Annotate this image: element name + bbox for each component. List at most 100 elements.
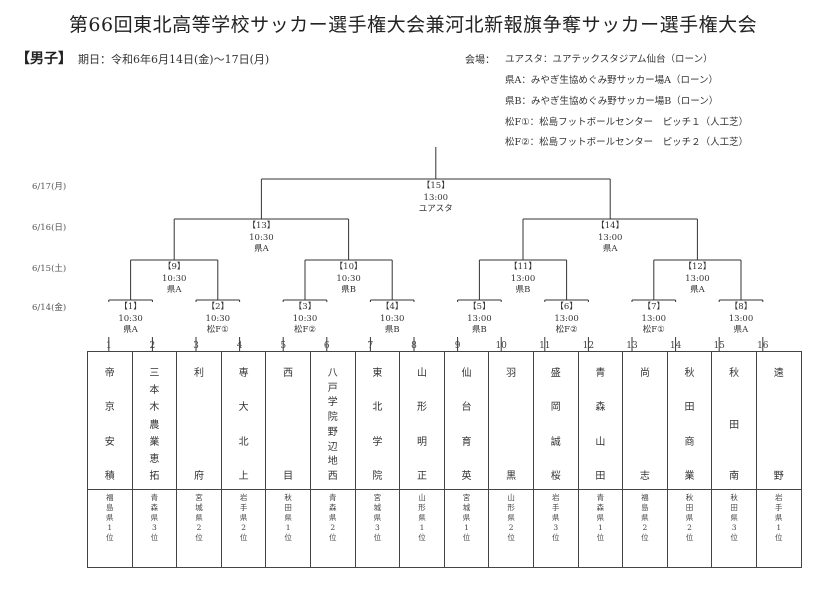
prefecture-char: 手 (239, 503, 248, 512)
prefecture-char: 県 (596, 513, 605, 522)
team-name-cell: 羽黒 (488, 351, 534, 490)
team-name-char: 仙 (461, 368, 472, 379)
prefecture-char: 手 (774, 503, 783, 512)
prefecture-char: 県 (284, 513, 292, 522)
team-name-cell: 専大北上 (220, 351, 267, 490)
team-name-char: 岡 (550, 402, 561, 414)
match-time: 10:30 (336, 273, 361, 284)
team-name-char: 院 (372, 471, 383, 482)
seed-number: 5 (280, 341, 287, 351)
rank-char: 位 (462, 533, 471, 542)
rank-char: 2 (687, 523, 692, 532)
seed-number: 14 (669, 341, 682, 351)
match-time: 10:30 (249, 232, 274, 243)
team-name-char: 恵 (149, 453, 160, 465)
match-time: 13:00 (685, 273, 710, 284)
prefecture-char: 森 (596, 503, 605, 512)
rank-char: 位 (685, 533, 694, 542)
prefecture-char: 青 (329, 493, 337, 502)
prefecture-char: 秋 (730, 493, 738, 502)
seed-number: 10 (495, 341, 507, 351)
team-name-char: 八 (327, 368, 338, 379)
seed-number: 4 (236, 341, 243, 351)
team-name-char: 育 (461, 436, 472, 448)
team-name-char: 学 (327, 397, 338, 409)
rank-char: 1 (419, 523, 425, 532)
team-name-char: 利 (193, 368, 204, 379)
team-name-cell: 八戸学院野辺地西 (309, 351, 356, 490)
rank-char: 1 (597, 523, 603, 532)
match-venue: 県A (254, 244, 269, 254)
rank-char: 2 (642, 523, 648, 532)
team-name-char: 三 (149, 368, 160, 379)
team-name-char: 山 (595, 436, 606, 448)
venue-line: 松F①：松島フットボールセンター ピッチ１（人工芝） (505, 117, 749, 128)
prefecture-char: 県 (239, 513, 248, 522)
match-no: 【2】 (206, 302, 229, 312)
prefecture-char: 県 (774, 513, 783, 522)
team-name-char: 農 (149, 419, 160, 431)
team-name-char: 学 (372, 436, 383, 448)
team-name-char: 青 (595, 368, 606, 379)
rank-char: 位 (373, 533, 382, 542)
team-name-char: 地 (327, 456, 338, 468)
match-time: 13:00 (467, 313, 492, 324)
team-name-char: 戸 (327, 382, 338, 394)
rank-char: 位 (284, 533, 292, 542)
team-name-char: 田 (684, 402, 695, 414)
rank-char: 3 (374, 523, 380, 532)
date-label-quarterfinal: 6/15(土) (32, 264, 67, 274)
prefecture-char: 山 (418, 493, 426, 502)
rank-char: 3 (553, 523, 559, 532)
prefecture-char: 宮 (373, 493, 382, 502)
team-name-char: 京 (104, 402, 115, 414)
match-no: 【11】 (509, 262, 537, 272)
team-name-char: 尚 (639, 368, 650, 379)
seed-number: 3 (193, 341, 199, 351)
team-name-cell: 仙台育英 (443, 351, 490, 490)
rank-char: 1 (285, 523, 291, 532)
prefecture-char: 県 (730, 513, 738, 522)
prefecture-char: 手 (551, 503, 560, 512)
rank-char: 位 (106, 533, 114, 542)
team-name-char: 台 (461, 402, 472, 414)
prefecture-char: 県 (551, 513, 560, 522)
match-venue: 県B (384, 325, 400, 335)
prefecture-char: 県 (150, 513, 159, 522)
team-name-char: 桜 (550, 471, 561, 482)
team-name-cell: 東北学院 (354, 351, 401, 490)
match-no: 【7】 (642, 302, 665, 312)
team-name-cell: 西目 (265, 351, 311, 490)
team-name-char: 業 (149, 436, 160, 448)
prefecture-char: 青 (596, 493, 605, 502)
seed-number: 11 (539, 341, 551, 351)
team-name-char: 秋 (684, 368, 695, 379)
match-no: 【14】 (596, 221, 625, 231)
team-name-cell: 秋田商業 (666, 351, 713, 490)
match-time: 10:30 (205, 313, 231, 324)
match-no: 【3】 (293, 302, 317, 312)
team-name-char: 田 (595, 471, 606, 482)
team-name-char: 安 (104, 436, 115, 448)
rank-char: 位 (329, 533, 337, 542)
team-name-cell: 青森山田 (577, 351, 624, 490)
rank-char: 位 (641, 533, 649, 542)
match-no: 【9】 (162, 262, 186, 272)
rank-char: 位 (239, 533, 248, 542)
match-no: 【4】 (380, 302, 404, 312)
match-time: 13:00 (510, 273, 536, 284)
